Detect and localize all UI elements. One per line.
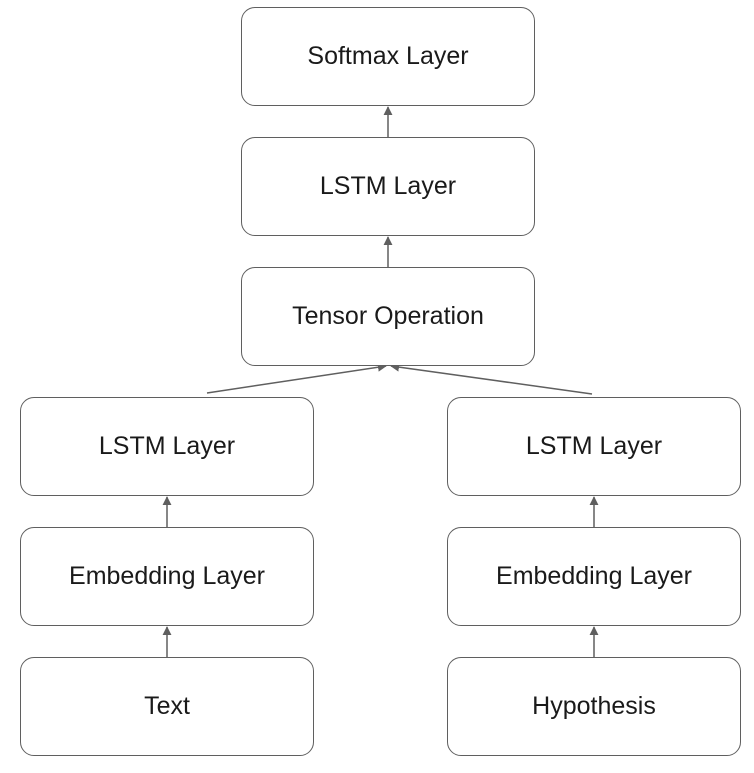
text-input-node: Text: [20, 657, 314, 756]
lstm-layer-left-label: LSTM Layer: [98, 432, 236, 460]
hypothesis-input-label: Hypothesis: [532, 692, 656, 720]
edge-lstm-left-to-tensor-op: [206, 362, 387, 394]
text-input-label: Text: [144, 692, 190, 720]
lstm-layer-top-label: LSTM Layer: [319, 172, 457, 200]
embedding-layer-right-node: Embedding Layer: [447, 527, 741, 626]
embedding-layer-left-node: Embedding Layer: [20, 527, 314, 626]
edge-lstm-right-to-tensor-op: [390, 362, 593, 395]
hypothesis-input-node: Hypothesis: [447, 657, 741, 756]
softmax-layer-node: Softmax Layer: [241, 7, 535, 106]
lstm-layer-right-node: LSTM Layer: [447, 397, 741, 496]
softmax-layer-label: Softmax Layer: [307, 42, 469, 70]
tensor-operation-node: Tensor Operation: [241, 267, 535, 366]
lstm-layer-left-node: LSTM Layer: [20, 397, 314, 496]
embedding-layer-left-label: Embedding Layer: [69, 562, 265, 590]
tensor-operation-label: Tensor Operation: [292, 302, 484, 330]
embedding-layer-right-label: Embedding Layer: [496, 562, 692, 590]
lstm-layer-top-node: LSTM Layer: [241, 137, 535, 236]
lstm-layer-right-label: LSTM Layer: [525, 432, 663, 460]
